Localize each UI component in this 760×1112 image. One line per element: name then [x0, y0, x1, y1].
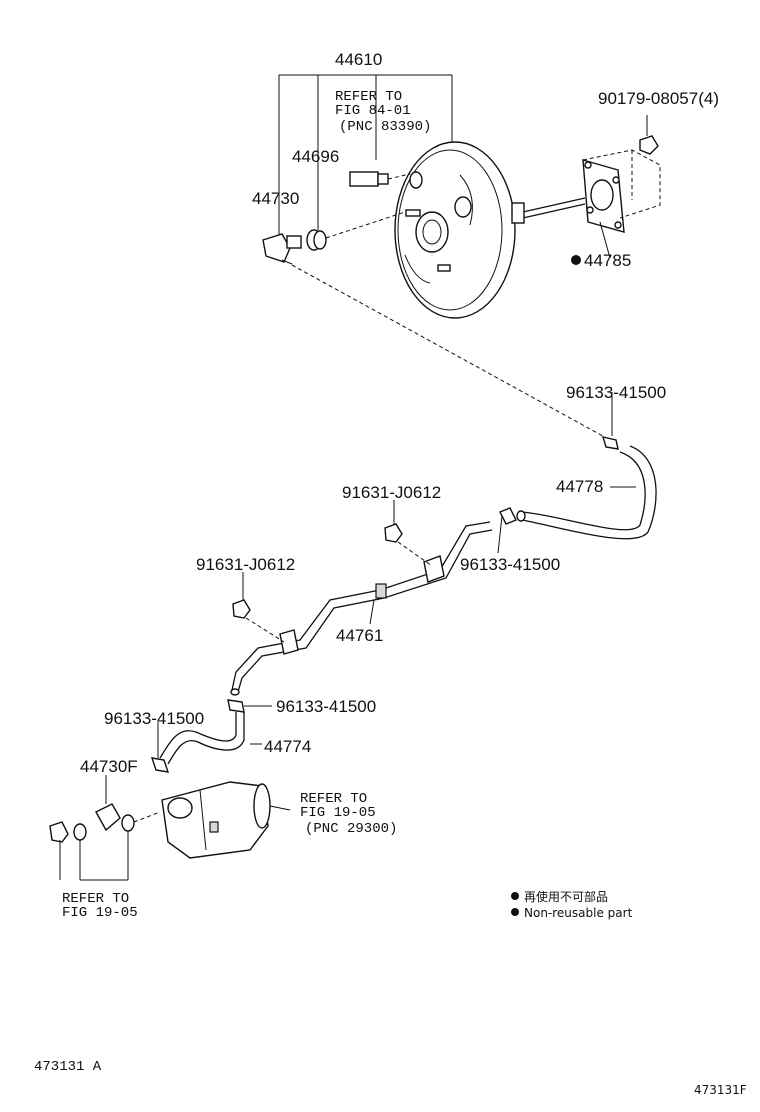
refer-b-line1: REFER TO: [300, 791, 367, 807]
part-label-96133-c: 96133-41500: [276, 697, 376, 716]
part-label-44610: 44610: [335, 50, 382, 69]
refer-a-line2: FIG 84-01: [335, 103, 411, 119]
refer-a-line3: (PNC 83390): [339, 119, 431, 135]
part-label-96133-b: 96133-41500: [460, 555, 560, 574]
refer-c-line2: FIG 19-05: [62, 905, 138, 921]
part-label-44730f: 44730F: [80, 757, 138, 776]
part-label-44778: 44778: [556, 477, 603, 496]
bolt-90179: [639, 115, 659, 155]
refer-a-line1: REFER TO: [335, 89, 402, 105]
valve-83390: [349, 171, 411, 187]
clamp-96133-d: [150, 757, 170, 773]
part-label-90179: 90179-08057(4): [598, 89, 719, 108]
clamp-96133-c: [227, 699, 245, 713]
part-label-44696: 44696: [292, 147, 339, 166]
footer-code-left: 473131 A: [34, 1059, 102, 1075]
part-label-91631-a: 91631-J0612: [342, 483, 441, 502]
part-label-91631-b: 91631-J0612: [196, 555, 295, 574]
brake-booster: [394, 141, 586, 319]
vacuum-pump: [161, 781, 271, 859]
legend-text-jp: 再使用不可部品: [524, 889, 608, 904]
legend-dot-en: [511, 908, 519, 916]
pipe-44761: [230, 521, 493, 696]
part-label-44730: 44730: [252, 189, 299, 208]
bracket-44610: [278, 74, 453, 245]
hose-44774: [159, 712, 245, 765]
part-label-96133-d: 96133-41500: [104, 709, 204, 728]
refer-b-line3: (PNC 29300): [305, 821, 397, 837]
valve-44730: [262, 233, 302, 265]
valve-44730f: [95, 775, 121, 832]
gasket-44785: [582, 149, 661, 259]
refer-b-line2: FIG 19-05: [300, 805, 376, 821]
bolt-91631-b: [232, 599, 285, 643]
bracket-19-05: [59, 831, 129, 881]
refer-c-line1: REFER TO: [62, 891, 129, 907]
grommet-44696: [306, 229, 327, 251]
footer-code-right: 473131F: [694, 1083, 747, 1097]
part-label-44774: 44774: [264, 737, 311, 756]
legend-text-en: Non-reusable part: [524, 906, 633, 920]
part-label-44761: 44761: [336, 626, 383, 645]
bolt-91631-a: [384, 523, 433, 567]
small-parts: [49, 811, 161, 843]
legend-dot-jp: [511, 892, 519, 900]
non-reusable-marker: [571, 255, 581, 265]
part-label-44785: 44785: [584, 251, 631, 270]
clamp-96133-a: [601, 436, 619, 450]
legend: 再使用不可部品 Non-reusable part: [511, 889, 633, 920]
hose-44778: [516, 445, 657, 540]
leader-lines: [157, 392, 636, 811]
clamp-96133-b: [499, 507, 517, 525]
part-label-96133-a: 96133-41500: [566, 383, 666, 402]
